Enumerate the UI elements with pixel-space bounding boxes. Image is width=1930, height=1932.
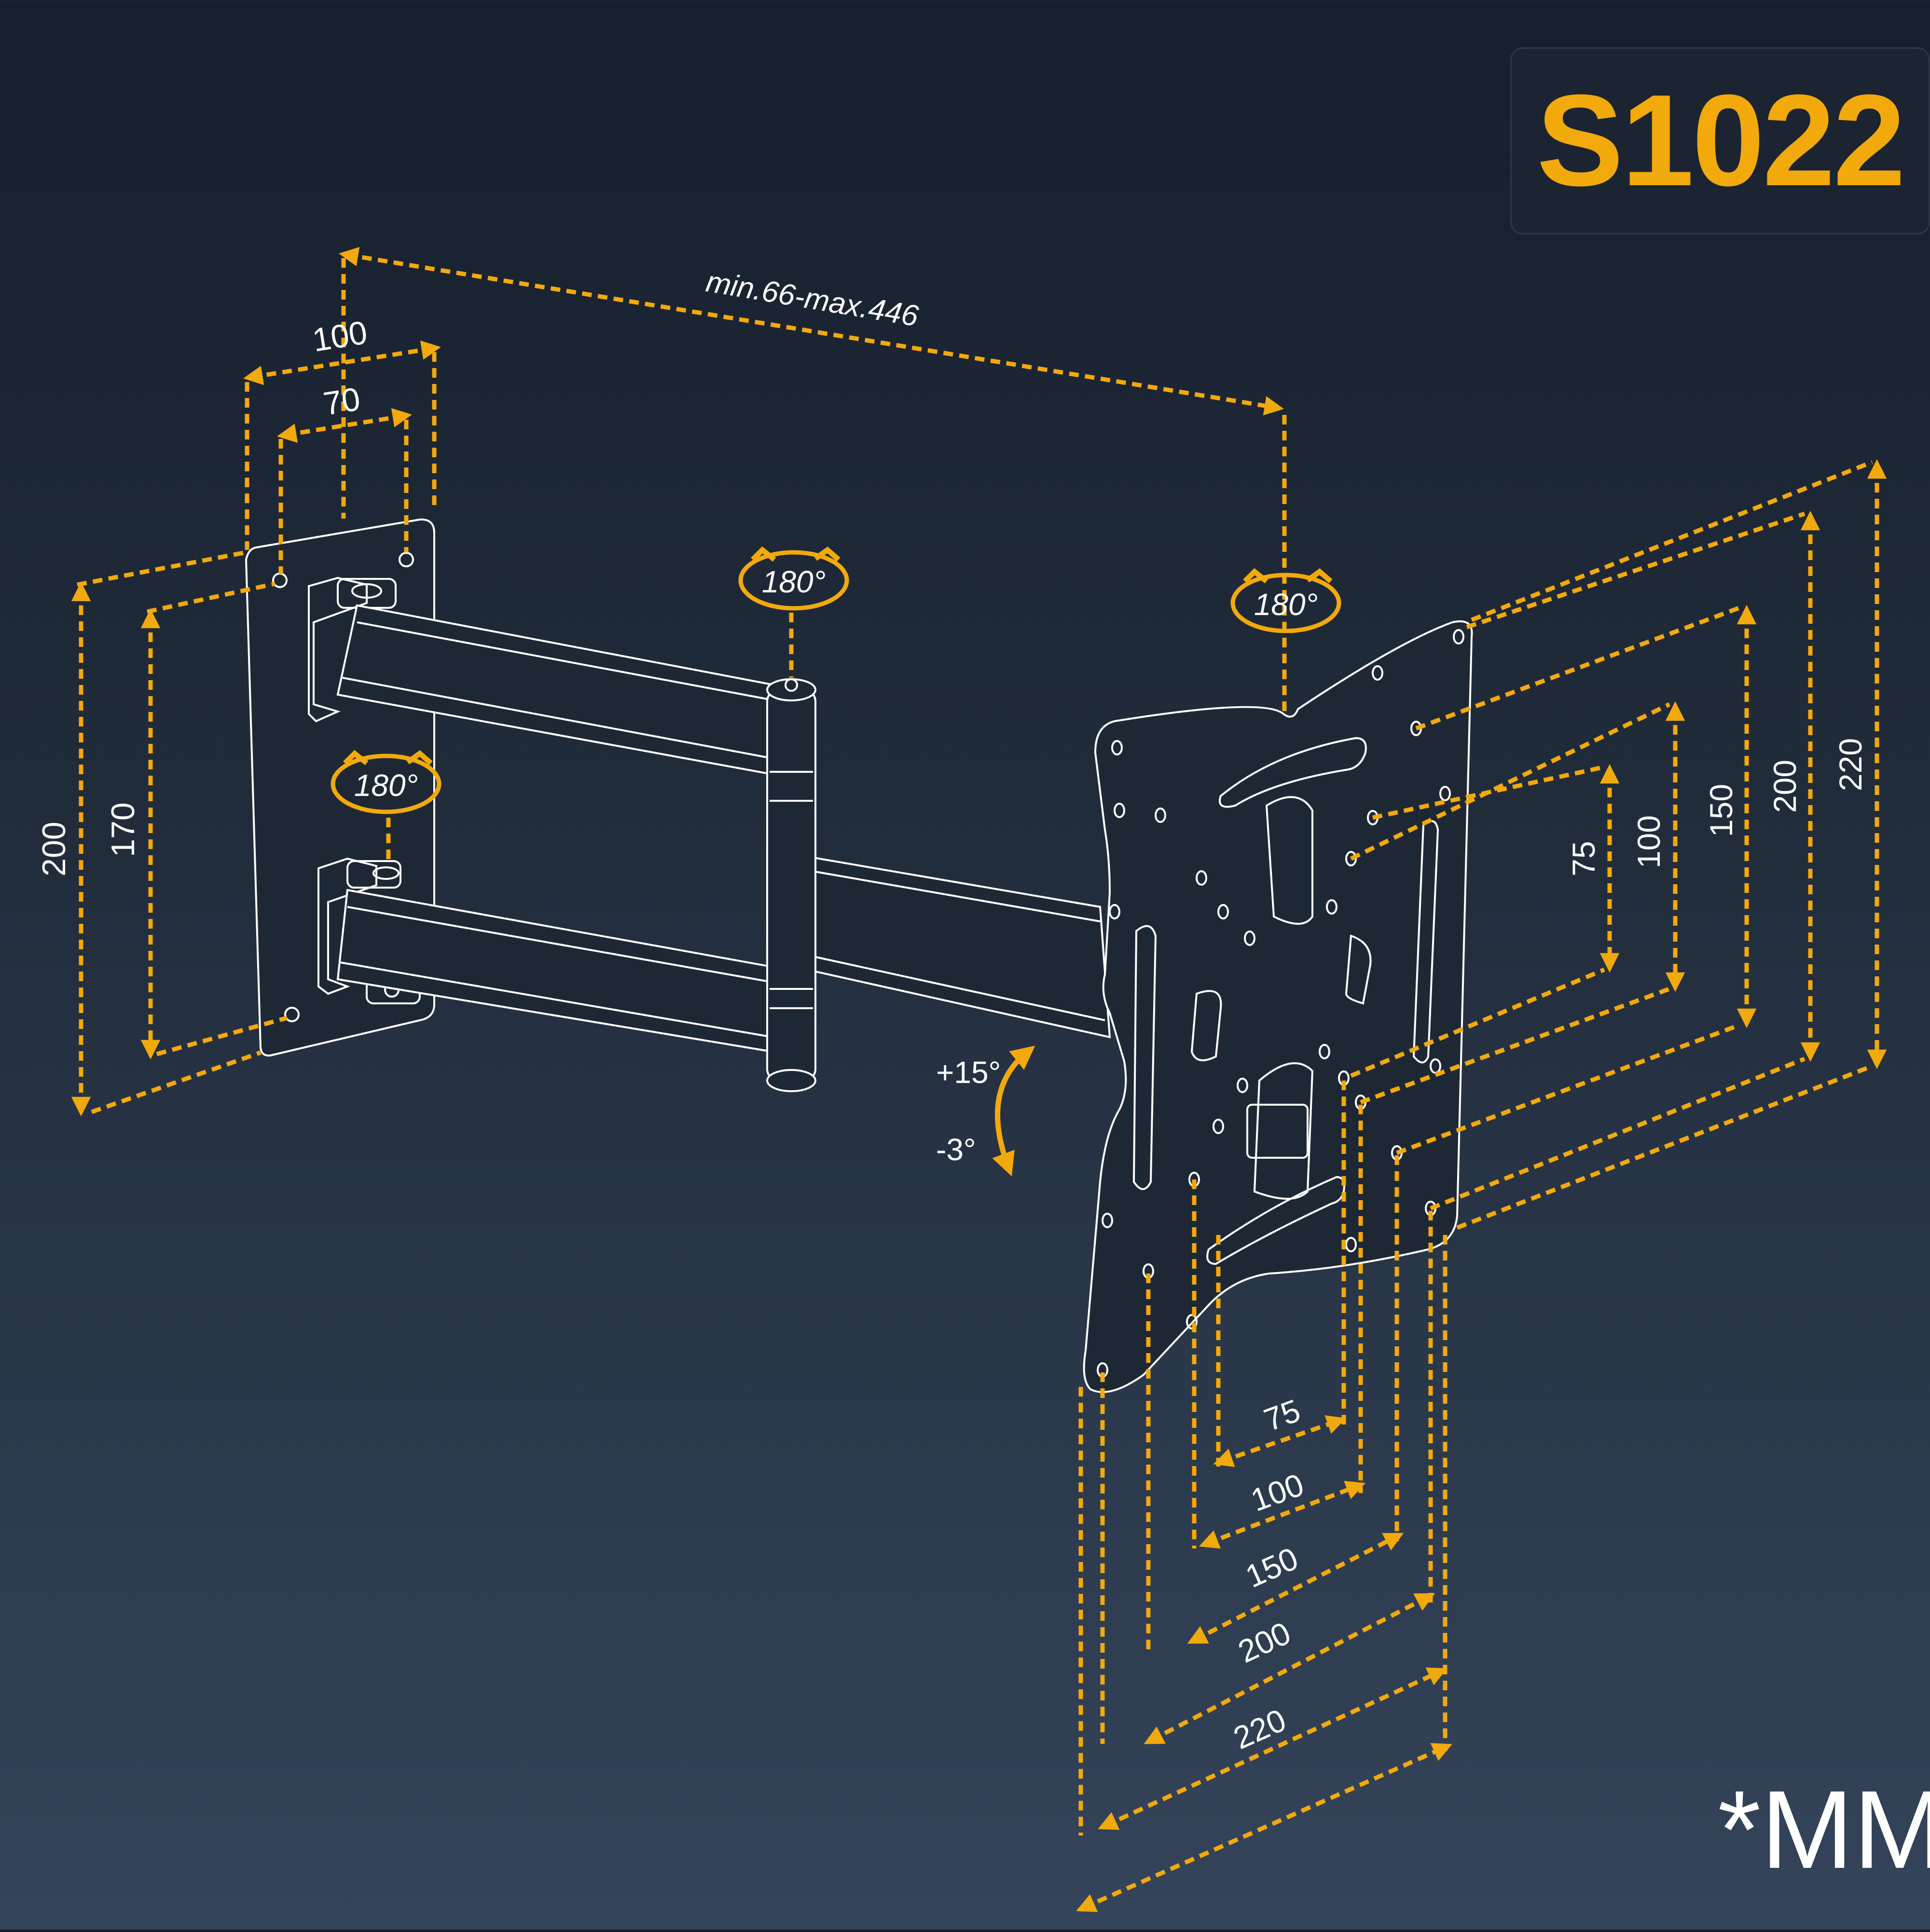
vesa-vertical-200-label: 200 [1767, 760, 1803, 813]
model-badge: S1022 [1510, 47, 1930, 234]
rotate-arrow-icon [738, 546, 849, 611]
tv-plate [1083, 620, 1473, 1393]
vesa-horizontal-220-label: 220 [1228, 1702, 1291, 1756]
plate-height-inner-label: 170 [105, 802, 141, 857]
vesa-vertical-150-label: 150 [1703, 784, 1739, 837]
swing-arms [336, 604, 1111, 1092]
vesa-vertical-220-label: 220 [1833, 738, 1868, 791]
vesa-horizontal-150-label: 150 [1240, 1540, 1303, 1594]
unit-note: *MM [1718, 1768, 1930, 1891]
plate-width-outer-label: 100 [310, 314, 370, 359]
model-title: S1022 [1536, 68, 1906, 213]
vesa-horizontal-200-label: 200 [1233, 1615, 1296, 1670]
vesa-vertical-75-label: 75 [1566, 841, 1601, 876]
dimension-lines [71, 247, 1887, 1912]
tilt-up-label: +15° [936, 1055, 1001, 1090]
rotation-lower-label: 180° [354, 768, 418, 803]
tilt-arrow-icon [992, 1045, 1035, 1177]
rotate-arrow-icon [331, 750, 441, 814]
extension-dimension-arrow-icon [339, 247, 1284, 416]
plate-width-inner-label: 70 [321, 381, 363, 423]
vesa-vertical-100-label: 100 [1631, 815, 1667, 868]
plate-height-outer-label: 200 [36, 822, 72, 876]
rotation-upper-label: 180° [762, 564, 826, 599]
rotate-arrow-icon [1230, 568, 1341, 633]
rotation-head-label: 180° [1254, 587, 1318, 622]
vesa-horizontal-75-label: 75 [1259, 1392, 1305, 1438]
extension-label: min.66-max.446 [703, 265, 921, 333]
tilt-down-label: -3° [936, 1132, 976, 1167]
